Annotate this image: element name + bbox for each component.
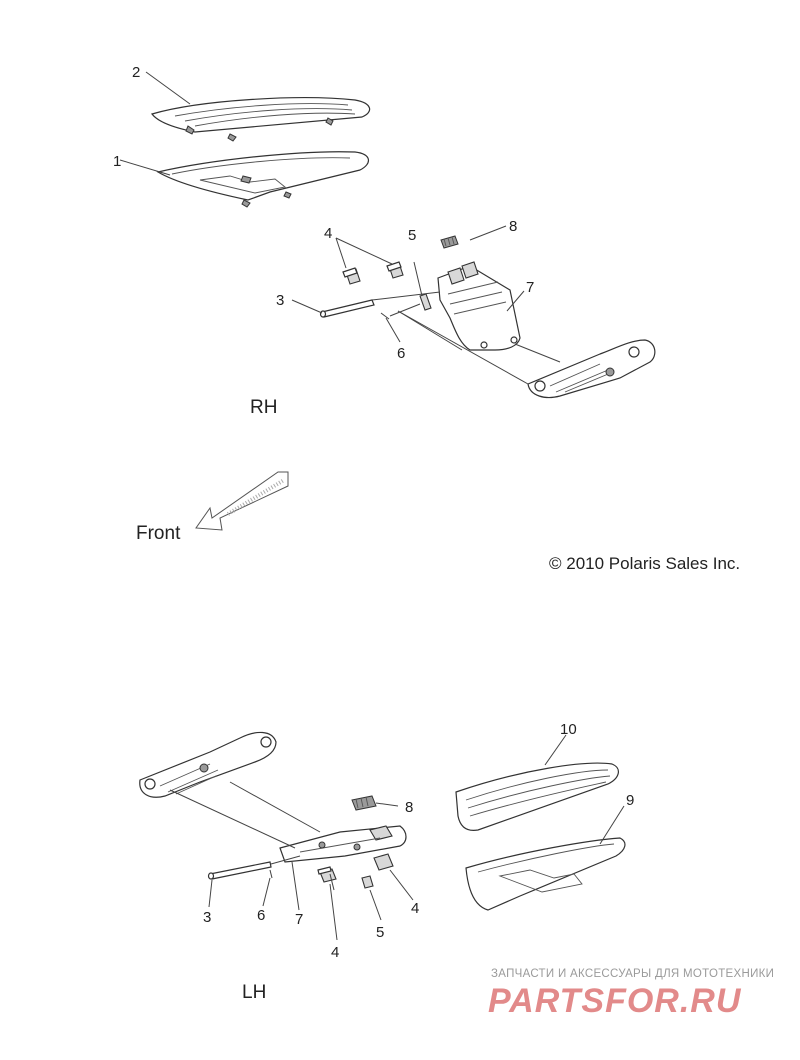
rh-bolt-pair xyxy=(342,261,404,285)
lh-mount-bar xyxy=(139,731,277,798)
lh-assembly: 3 4 4 5 6 7 8 9 10 LH xyxy=(139,721,634,1003)
rh-callout-3: 3 xyxy=(276,292,284,309)
rh-callout-5: 5 xyxy=(408,227,416,244)
lh-callout-9: 9 xyxy=(626,792,634,809)
rh-assembly: 1 2 3 4 5 6 7 8 RH xyxy=(113,64,656,418)
rh-callout-1: 1 xyxy=(113,153,121,170)
lh-side-label: LH xyxy=(242,982,266,1003)
lh-cotter-pin xyxy=(269,869,273,879)
rh-pivot-pin xyxy=(319,299,375,318)
rh-floorboard-tray xyxy=(156,151,369,208)
rh-callout-6: 6 xyxy=(397,345,405,362)
lh-bolt-left xyxy=(317,866,337,883)
lh-spring xyxy=(351,795,377,811)
lh-footboard-bracket xyxy=(279,825,407,863)
rh-callout-7: 7 xyxy=(526,279,534,296)
lh-callout-5: 5 xyxy=(376,924,384,941)
rh-mount-bar xyxy=(527,339,656,399)
lh-pivot-pin xyxy=(207,861,272,880)
rh-footboard-bracket xyxy=(437,261,521,351)
lh-floorboard-tray xyxy=(465,837,626,911)
lh-floorboard-mat xyxy=(455,762,619,831)
front-label: Front xyxy=(136,523,181,544)
rh-spring xyxy=(440,235,459,249)
rh-floorboard-mat xyxy=(150,97,371,142)
rh-callout-4: 4 xyxy=(324,225,332,242)
watermark-tagline: ЗАПЧАСТИ И АКСЕССУАРЫ ДЛЯ МОТОТЕХНИКИ xyxy=(491,968,774,980)
lh-callout-3: 3 xyxy=(203,909,211,926)
copyright-text: © 2010 Polaris Sales Inc. xyxy=(549,554,740,573)
lh-callout-4a: 4 xyxy=(331,944,339,961)
rh-small-bolt xyxy=(419,293,432,311)
watermark-logo: PARTSFOR.RU xyxy=(488,982,742,1020)
lh-callout-4b: 4 xyxy=(411,900,419,917)
rh-cotter-pin xyxy=(380,312,390,320)
lh-bolt-right xyxy=(373,853,394,871)
lh-callout-6: 6 xyxy=(257,907,265,924)
rh-callout-8: 8 xyxy=(509,218,517,235)
rh-callout-2: 2 xyxy=(132,64,140,81)
lh-callout-8: 8 xyxy=(405,799,413,816)
lh-callout-7: 7 xyxy=(295,911,303,928)
lh-callout-10: 10 xyxy=(560,721,577,738)
front-direction-arrow: Front xyxy=(136,471,289,544)
lh-small-bolt xyxy=(361,875,374,889)
rh-side-label: RH xyxy=(250,397,277,418)
watermark: ЗАПЧАСТИ И АКСЕССУАРЫ ДЛЯ МОТОТЕХНИКИ PA… xyxy=(488,968,774,1020)
